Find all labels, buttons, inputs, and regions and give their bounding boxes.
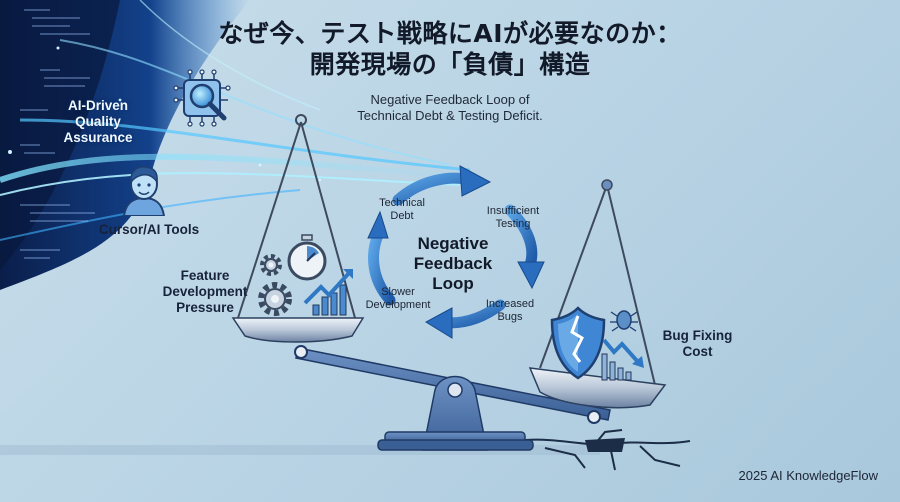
ai-driven-qa-label: AI-Driven Quality Assurance [38,98,158,146]
title-line-2: 開発現場の「負債」構造 [309,50,591,79]
footer-credit: 2025 AI KnowledgeFlow [738,468,878,483]
label-line: Pressure [176,300,234,315]
left-pan-icons [258,234,353,316]
developer-avatar-icon [122,166,166,216]
center-line: Feedback [413,254,493,273]
label-line: Development [162,284,248,299]
ai-label-line: AI-Driven [67,98,128,113]
node-line: Slower [381,286,415,298]
node-line: Technical [379,197,425,209]
loop-node-increased-bugs: Increased Bugs [475,298,545,324]
ai-label-line: Assurance [63,130,133,145]
feature-development-pressure-label: Feature Development Pressure [155,268,255,316]
loop-node-slower-development: Slower Development [356,286,440,312]
loop-center-title: Negative Feedback Loop [408,234,498,294]
ai-label-line: Quality [75,114,121,129]
label-line: Bug Fixing [662,328,733,343]
bug-fixing-cost-label: Bug Fixing Cost [655,328,740,360]
declining-chart-icon [601,338,644,381]
center-line: Negative [417,234,489,253]
center-line: Loop [432,274,474,293]
node-line: Debt [390,210,414,222]
loop-node-insufficient-testing: Insufficient Testing [478,205,548,231]
gear-icon [258,282,292,316]
chip-magnifier-icon [173,69,231,127]
stopwatch-icon [287,234,327,281]
broken-shield-icon [550,306,606,380]
label-line: Cost [682,344,713,359]
growth-chart-icon [303,269,353,316]
bug-icon [610,310,638,332]
title-line-1: なぜ今、テスト戦略にAIが必要なのか： [218,19,682,48]
subtitle-line-2: Technical Debt & Testing Deficit. [357,108,543,123]
gear-icon [260,254,282,276]
subtitle-line-1: Negative Feedback Loop of [370,92,530,107]
label-line: Feature [180,268,230,283]
cursor-ai-tools-label: Cursor/AI Tools [98,222,200,237]
node-line: Insufficient [486,205,540,217]
node-line: Testing [495,218,531,230]
page-title: なぜ今、テスト戦略にAIが必要なのか： 開発現場の「負債」構造 [0,18,900,80]
loop-node-technical-debt: Technical Debt [367,197,437,223]
subtitle: Negative Feedback Loop of Technical Debt… [300,92,600,124]
node-line: Increased [485,298,535,310]
right-pan-icons [550,306,644,381]
node-line: Bugs [497,311,523,323]
node-line: Development [365,299,431,311]
